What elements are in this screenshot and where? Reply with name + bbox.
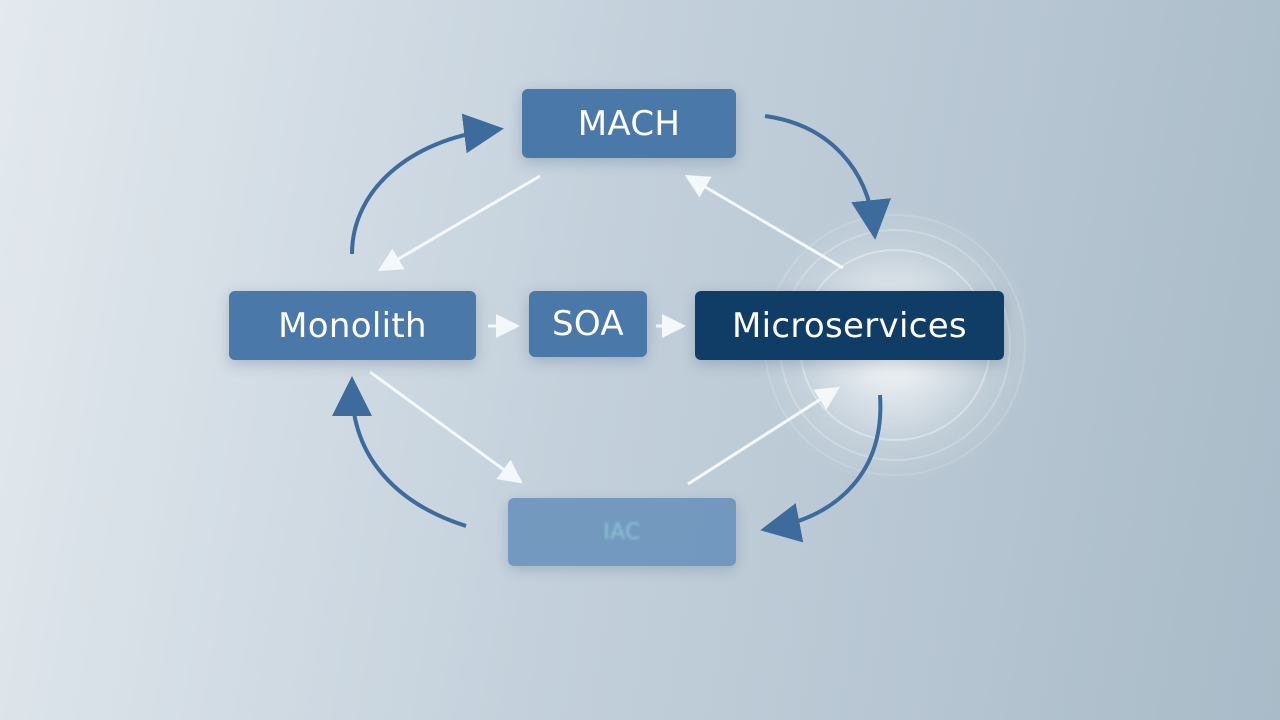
node-mach-label: MACH	[577, 103, 681, 144]
node-soa-label: SOA	[552, 304, 624, 344]
white-arrow-bottom-to-microservices	[687, 386, 841, 486]
node-bottom-label: IAC	[603, 519, 641, 545]
node-microservices-label: Microservices	[732, 305, 967, 346]
node-bottom: IAC	[508, 498, 736, 566]
curved-arrow-monolith-to-mach	[350, 113, 504, 255]
node-soa: SOA	[529, 291, 647, 357]
node-microservices: Microservices	[695, 291, 1004, 360]
curved-arrow-bottom-to-monolith	[332, 376, 467, 528]
curved-arrow-microservices-to-bottom	[760, 394, 883, 543]
node-monolith: Monolith	[229, 291, 476, 360]
white-arrow-microservices-to-mach	[684, 174, 844, 270]
white-arrow-mach-to-monolith	[377, 174, 541, 272]
node-monolith-label: Monolith	[278, 305, 427, 346]
white-arrow-monolith-to-bottom	[369, 370, 523, 484]
node-mach: MACH	[522, 89, 736, 158]
curved-arrow-mach-to-microservices	[764, 114, 891, 240]
